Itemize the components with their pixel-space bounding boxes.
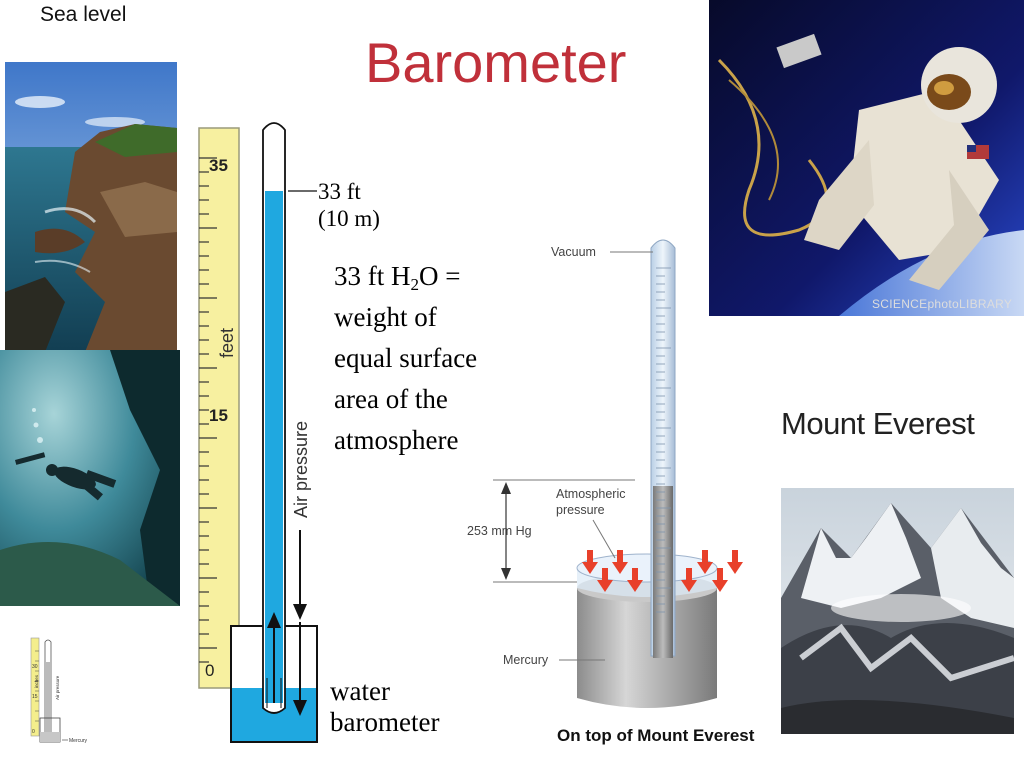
tube-graduations: [656, 267, 671, 613]
mini-tick-30: 30: [32, 664, 38, 670]
mercury-dish: [577, 588, 717, 708]
description-line: weight of: [334, 302, 437, 332]
feet-ruler: [198, 127, 240, 689]
height-label: 33 ft (10 m): [318, 178, 380, 232]
diver-photo: [0, 350, 180, 606]
water-barometer-label: water barometer: [330, 676, 439, 738]
mini-mercury-label: Mercury: [69, 738, 88, 744]
mercury-label: Mercury: [503, 653, 549, 667]
mini-air-pressure-label: Air pressure: [55, 675, 60, 700]
description-line: area of the: [334, 384, 448, 414]
tick-label-15: 15: [209, 406, 228, 425]
tick-label-0: 0: [205, 661, 214, 680]
mini-tick-15: 15: [32, 694, 38, 700]
feet-label: feet: [217, 328, 237, 358]
height-feet: 33 ft: [318, 179, 361, 204]
height-metric: (10 m): [318, 206, 380, 231]
water-column: [265, 191, 283, 703]
astronaut-photo: [709, 0, 1024, 316]
sea-level-photo: [5, 62, 177, 352]
sea-level-label: Sea level: [40, 3, 127, 26]
description-line: equal surface: [334, 343, 478, 373]
description-line: atmosphere: [334, 425, 459, 455]
barometer-description: 33 ft H2O = weight of equal surface area…: [334, 256, 524, 461]
formula-suffix: O =: [419, 261, 461, 291]
water-barometer-line2: barometer: [330, 707, 440, 737]
down-arrow-icon: [293, 700, 307, 716]
slide-title: Barometer: [365, 31, 627, 94]
vacuum-label: Vacuum: [551, 245, 596, 259]
mini-tick-0: 0: [32, 729, 35, 735]
ruler-ticks: [199, 157, 217, 663]
atmospheric-label-line1: Atmospheric: [556, 487, 625, 501]
formula-prefix: 33 ft H: [334, 261, 411, 291]
mount-everest-photo: [781, 488, 1014, 734]
description-formula: 33 ft H2O =: [334, 256, 524, 297]
mini-barometer-diagram: 30 15 0 inches Air pressure Mercury: [26, 636, 96, 748]
water-barometer-diagram: 35 15 0 feet Air pressure: [195, 118, 335, 748]
mini-ruler: [30, 637, 40, 737]
mini-scale-label: inches: [34, 674, 39, 688]
astronaut-figure: [776, 33, 999, 290]
formula-subscript: 2: [410, 275, 420, 294]
down-arrow-icon: [293, 604, 307, 620]
mercury-barometer-caption: On top of Mount Everest: [557, 726, 755, 745]
mount-everest-label: Mount Everest: [781, 406, 975, 441]
tick-label-35: 35: [209, 156, 228, 175]
photo-credit: SCIENCEphotoLIBRARY: [872, 297, 1013, 311]
atmospheric-label-line2: pressure: [556, 503, 605, 517]
height-reading: 253 mm Hg: [467, 524, 532, 538]
up-arrow-icon: [267, 612, 281, 628]
pressure-arrows: [582, 550, 743, 592]
air-pressure-label: Air pressure: [291, 421, 311, 518]
water-barometer-line1: water: [330, 676, 390, 706]
mercury-barometer-diagram: Vacuum 253 mm Hg Atmospheric pressure Me…: [465, 228, 765, 728]
